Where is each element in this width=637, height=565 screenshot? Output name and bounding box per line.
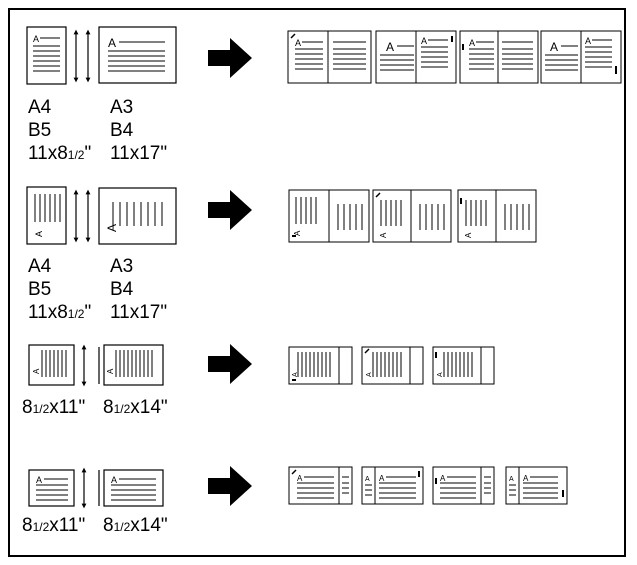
row3-arrow-icon <box>208 344 252 384</box>
row2-small-size-3: 11x81/2" <box>28 302 92 323</box>
row1-large-size-3: 11x17" <box>110 143 168 164</box>
row2-result-2: A <box>372 189 452 243</box>
row4-result-2: A A <box>361 466 424 505</box>
row2-arrow-icon <box>208 190 252 230</box>
row1-result-1: A <box>287 30 372 84</box>
row4-result-3: A <box>432 466 495 505</box>
svg-text:A: A <box>36 475 42 485</box>
row1-source-small-page: A <box>26 26 67 85</box>
row2-source-small-page: A <box>26 186 67 245</box>
row1-result-2: A A <box>375 30 457 84</box>
row1-small-size-2: B5 <box>28 120 52 141</box>
row3-source-small-page: A <box>28 344 75 386</box>
svg-text:A: A <box>111 475 117 485</box>
svg-text:A: A <box>293 230 302 236</box>
row2-small-size-2: B5 <box>28 279 52 300</box>
row2-small-size-1: A4 <box>28 256 52 277</box>
row1-small-size-1: A4 <box>28 97 52 118</box>
svg-text:A: A <box>440 474 446 483</box>
row4-arrow-icon <box>208 466 252 506</box>
svg-text:A: A <box>106 368 115 374</box>
svg-text:A: A <box>292 372 299 377</box>
svg-text:A: A <box>421 36 427 46</box>
row1-arrow-icon <box>208 38 252 78</box>
row3-small-size: 81/2x11" <box>22 397 86 418</box>
svg-text:A: A <box>32 368 41 374</box>
row4-source-small-page: A <box>28 469 75 507</box>
svg-text:A: A <box>34 231 44 237</box>
svg-text:A: A <box>105 224 119 232</box>
svg-text:A: A <box>297 474 303 483</box>
row3-result-3: A <box>432 346 495 385</box>
row4-source-large-page: A <box>103 469 164 507</box>
row3-result-2: A <box>361 346 424 385</box>
row2-large-size-2: B4 <box>110 279 134 300</box>
diagram-frame <box>8 8 626 557</box>
svg-text:A: A <box>386 40 394 54</box>
svg-text:A: A <box>523 474 529 483</box>
svg-text:A: A <box>379 474 385 483</box>
row3-source-large-page: A <box>103 344 164 386</box>
row3-size-arrows <box>81 344 100 387</box>
row4-large-size: 81/2x14" <box>103 515 168 536</box>
row2-result-3: A <box>457 189 537 243</box>
svg-text:A: A <box>437 372 444 377</box>
svg-text:A: A <box>379 232 388 238</box>
svg-text:A: A <box>585 36 591 46</box>
row3-result-1: A <box>288 346 353 385</box>
row3-large-size: 81/2x14" <box>103 397 168 418</box>
row1-result-3: A <box>459 30 539 84</box>
row4-size-arrows <box>81 467 100 509</box>
row1-source-large-page: A <box>98 26 177 84</box>
svg-text:A: A <box>295 38 301 48</box>
svg-text:A: A <box>464 232 473 238</box>
row1-small-size-3: 11x81/2" <box>28 143 92 164</box>
svg-text:A: A <box>33 34 39 44</box>
row2-large-size-3: 11x17" <box>110 302 168 323</box>
row4-result-4: A A <box>505 466 568 505</box>
row2-result-1: A <box>288 189 370 243</box>
svg-text:A: A <box>469 38 475 48</box>
row2-large-size-1: A3 <box>110 256 134 277</box>
row1-result-4: A A <box>540 30 622 84</box>
svg-text:A: A <box>366 372 373 377</box>
row1-large-size-1: A3 <box>110 97 134 118</box>
row4-small-size: 81/2x11" <box>22 515 86 536</box>
row1-size-arrows <box>73 29 91 83</box>
svg-text:A: A <box>108 36 116 50</box>
svg-text:A: A <box>509 476 514 483</box>
row1-large-size-2: B4 <box>110 120 134 141</box>
row4-result-1: A <box>288 466 353 505</box>
row2-size-arrows <box>73 189 91 243</box>
svg-text:A: A <box>365 476 370 483</box>
svg-text:A: A <box>550 40 558 54</box>
row2-source-large-page: A <box>98 187 177 245</box>
